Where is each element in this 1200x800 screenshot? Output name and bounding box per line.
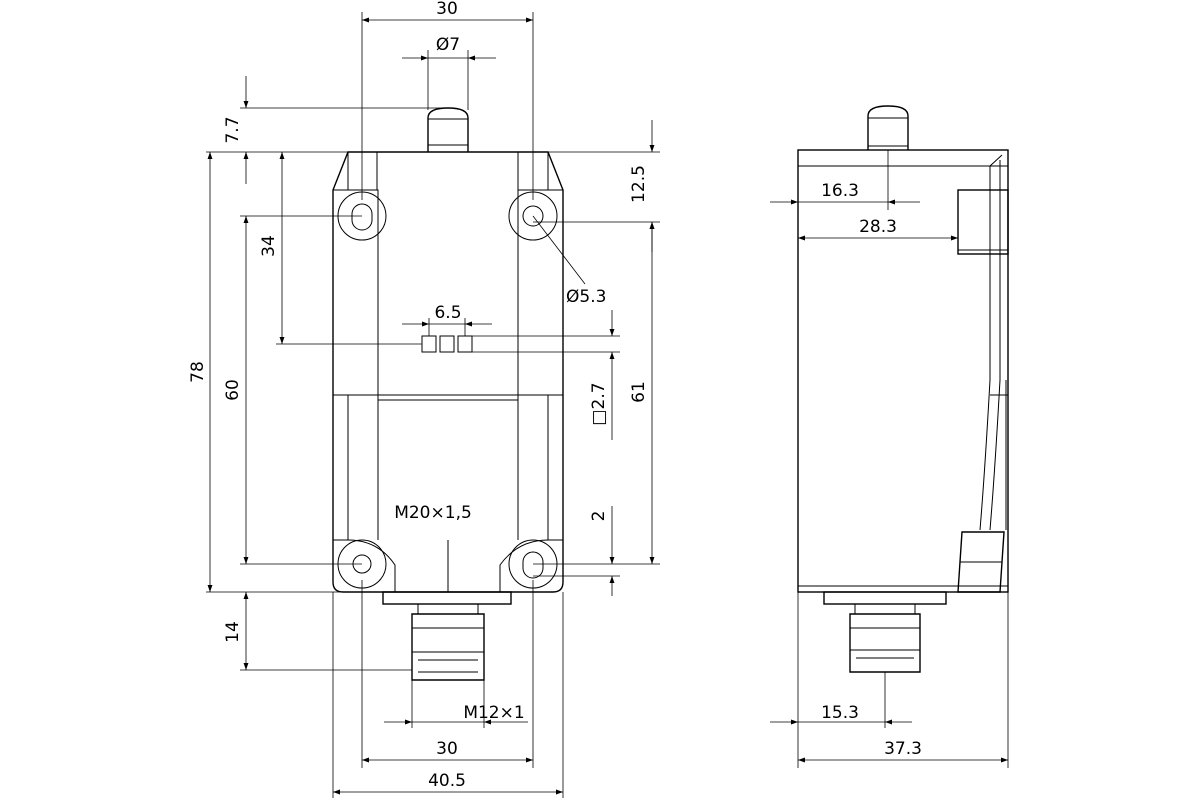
front-body-outline [332,151,564,593]
dim-plunger-diameter: Ø7 [436,35,460,55]
dim-mount-height: 60 [223,379,243,401]
dim-hole-offset: 12.5 [629,165,649,203]
dim-overall-depth: 37.3 [884,739,922,759]
side-body-outline [797,149,1009,593]
dim-hole-pitch-bottom: 30 [436,739,458,759]
front-connector [382,540,512,681]
front-plunger [427,107,469,152]
side-view [797,105,1009,673]
dim-top-width: 30 [436,0,458,19]
side-cover-tab-top [957,189,1009,255]
side-connector [823,591,947,673]
dim-led-square: □2.7 [589,382,609,425]
side-dimensions: 16.3 28.3 15.3 37.3 [770,150,1009,768]
side-plunger [867,105,909,150]
dim-connector-height: 14 [223,621,243,643]
front-view [332,107,564,681]
dim-plunger-height: 7.7 [223,116,243,143]
thread-connector-label: M12×1 [463,703,524,723]
led-indicators [421,335,473,353]
thread-body-label: M20×1,5 [394,503,472,523]
dim-cap-offset: 28.3 [859,217,897,237]
dim-hole-span-left: 34 [259,235,279,257]
side-cover-tab-bottom [957,531,1005,593]
dim-total-height: 78 [188,361,208,383]
dim-plunger-offset: 16.3 [821,181,859,201]
dim-led-pitch: 6.5 [434,303,461,323]
dim-hole-span-right: 61 [629,381,649,403]
dim-connector-offset: 15.3 [821,703,859,723]
front-dimensions: 30 Ø7 7.7 78 34 60 12.5 6 [188,0,660,798]
dim-hole-diameter: Ø5.3 [566,287,606,307]
dim-overall-width: 40.5 [428,771,466,791]
dim-bottom-offset: 2 [589,511,609,522]
